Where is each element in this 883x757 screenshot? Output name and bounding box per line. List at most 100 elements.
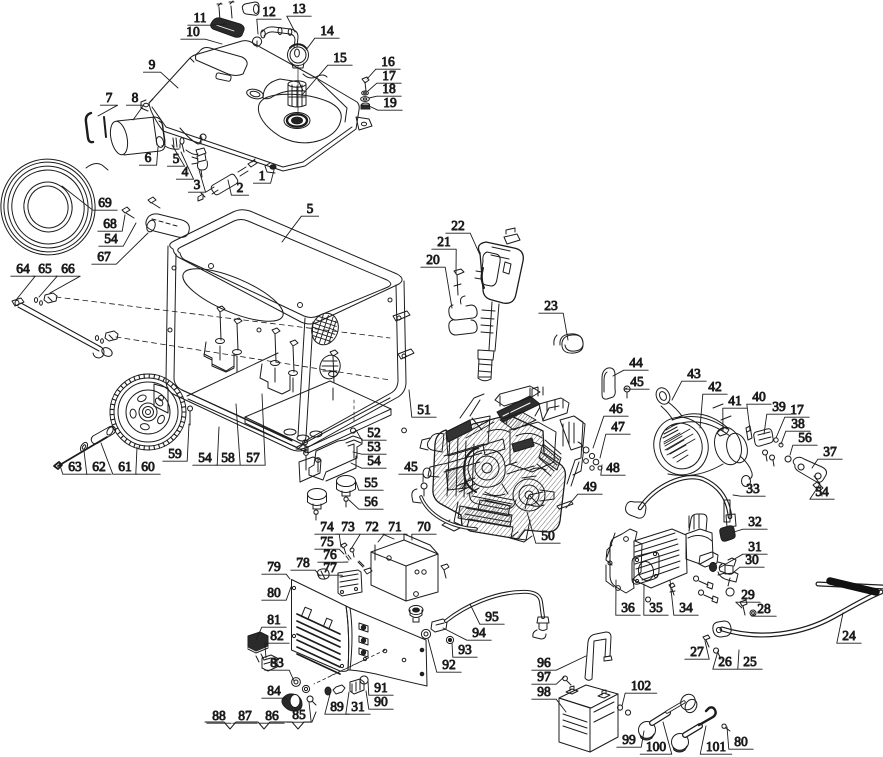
- svg-text:25: 25: [743, 654, 757, 669]
- svg-text:75: 75: [320, 534, 334, 549]
- svg-text:44: 44: [629, 355, 643, 370]
- svg-text:96: 96: [537, 655, 551, 670]
- svg-text:72: 72: [365, 519, 379, 534]
- svg-text:100: 100: [646, 739, 667, 754]
- svg-text:90: 90: [374, 694, 388, 709]
- svg-text:15: 15: [333, 50, 347, 65]
- svg-text:41: 41: [728, 393, 742, 408]
- svg-text:55: 55: [364, 475, 378, 490]
- svg-text:5: 5: [307, 201, 314, 216]
- svg-text:43: 43: [687, 366, 701, 381]
- svg-text:37: 37: [823, 444, 837, 459]
- svg-text:63: 63: [68, 459, 82, 474]
- svg-text:4: 4: [182, 164, 189, 179]
- svg-text:60: 60: [141, 459, 155, 474]
- svg-text:80: 80: [267, 585, 281, 600]
- svg-text:31: 31: [748, 539, 762, 554]
- svg-text:81: 81: [267, 612, 281, 627]
- svg-text:19: 19: [383, 95, 397, 110]
- svg-text:93: 93: [458, 642, 472, 657]
- svg-text:16: 16: [381, 54, 395, 69]
- svg-text:98: 98: [537, 684, 551, 699]
- svg-text:7: 7: [106, 90, 113, 105]
- svg-text:48: 48: [606, 460, 620, 475]
- svg-text:99: 99: [622, 732, 636, 747]
- svg-text:5: 5: [173, 151, 180, 166]
- svg-text:3: 3: [194, 177, 201, 192]
- svg-text:69: 69: [98, 195, 112, 210]
- svg-text:80: 80: [734, 734, 748, 749]
- svg-text:84: 84: [267, 683, 281, 698]
- svg-text:57: 57: [246, 450, 260, 465]
- svg-text:97: 97: [537, 669, 551, 684]
- svg-text:47: 47: [611, 419, 625, 434]
- svg-text:101: 101: [706, 739, 726, 754]
- svg-text:62: 62: [92, 459, 106, 474]
- svg-text:56: 56: [364, 494, 378, 509]
- svg-text:39: 39: [772, 399, 786, 414]
- svg-text:11: 11: [194, 10, 207, 25]
- svg-text:17: 17: [382, 68, 396, 83]
- svg-text:24: 24: [842, 628, 856, 643]
- svg-text:29: 29: [741, 587, 755, 602]
- svg-text:94: 94: [472, 625, 486, 640]
- svg-text:92: 92: [442, 657, 456, 672]
- svg-text:91: 91: [374, 680, 388, 695]
- svg-text:85: 85: [292, 707, 306, 722]
- svg-text:56: 56: [798, 430, 812, 445]
- svg-text:73: 73: [341, 519, 355, 534]
- svg-text:67: 67: [97, 249, 111, 264]
- svg-text:49: 49: [583, 479, 597, 494]
- svg-text:2: 2: [237, 180, 244, 195]
- svg-text:64: 64: [16, 261, 30, 276]
- svg-text:33: 33: [746, 481, 760, 496]
- svg-text:27: 27: [690, 644, 704, 659]
- svg-text:22: 22: [451, 218, 465, 233]
- svg-text:28: 28: [757, 601, 771, 616]
- svg-text:54: 54: [367, 453, 381, 468]
- svg-text:6: 6: [145, 150, 152, 165]
- svg-text:53: 53: [367, 439, 381, 454]
- svg-text:83: 83: [270, 655, 284, 670]
- svg-text:23: 23: [544, 298, 558, 313]
- svg-text:76: 76: [323, 547, 337, 562]
- svg-text:8: 8: [132, 90, 139, 105]
- svg-text:52: 52: [367, 425, 381, 440]
- svg-text:89: 89: [330, 699, 344, 714]
- svg-text:74: 74: [320, 519, 334, 534]
- svg-text:50: 50: [541, 528, 555, 543]
- svg-text:32: 32: [748, 514, 762, 529]
- svg-text:46: 46: [609, 401, 623, 416]
- svg-text:36: 36: [621, 600, 635, 615]
- svg-text:21: 21: [437, 234, 451, 249]
- svg-text:66: 66: [61, 261, 75, 276]
- svg-text:86: 86: [265, 708, 279, 723]
- svg-text:71: 71: [388, 519, 402, 534]
- svg-text:9: 9: [149, 57, 156, 72]
- svg-text:61: 61: [118, 459, 132, 474]
- svg-text:68: 68: [103, 216, 117, 231]
- svg-text:34: 34: [679, 600, 693, 615]
- svg-text:1: 1: [259, 168, 266, 183]
- svg-text:45: 45: [630, 374, 644, 389]
- svg-text:82: 82: [270, 628, 284, 643]
- svg-text:54: 54: [815, 484, 829, 499]
- svg-text:88: 88: [212, 708, 226, 723]
- svg-text:65: 65: [38, 261, 52, 276]
- svg-text:42: 42: [708, 379, 722, 394]
- svg-text:51: 51: [417, 402, 431, 417]
- svg-text:70: 70: [417, 519, 431, 534]
- svg-text:59: 59: [168, 446, 182, 461]
- svg-text:20: 20: [426, 252, 440, 267]
- svg-text:30: 30: [745, 552, 759, 567]
- svg-text:95: 95: [485, 609, 499, 624]
- svg-text:10: 10: [186, 24, 200, 39]
- svg-text:54: 54: [104, 231, 118, 246]
- svg-text:87: 87: [238, 708, 252, 723]
- svg-text:26: 26: [718, 654, 732, 669]
- svg-text:13: 13: [292, 1, 306, 16]
- svg-text:40: 40: [752, 389, 766, 404]
- svg-text:17: 17: [790, 402, 804, 417]
- svg-text:18: 18: [382, 81, 396, 96]
- svg-text:102: 102: [631, 678, 651, 693]
